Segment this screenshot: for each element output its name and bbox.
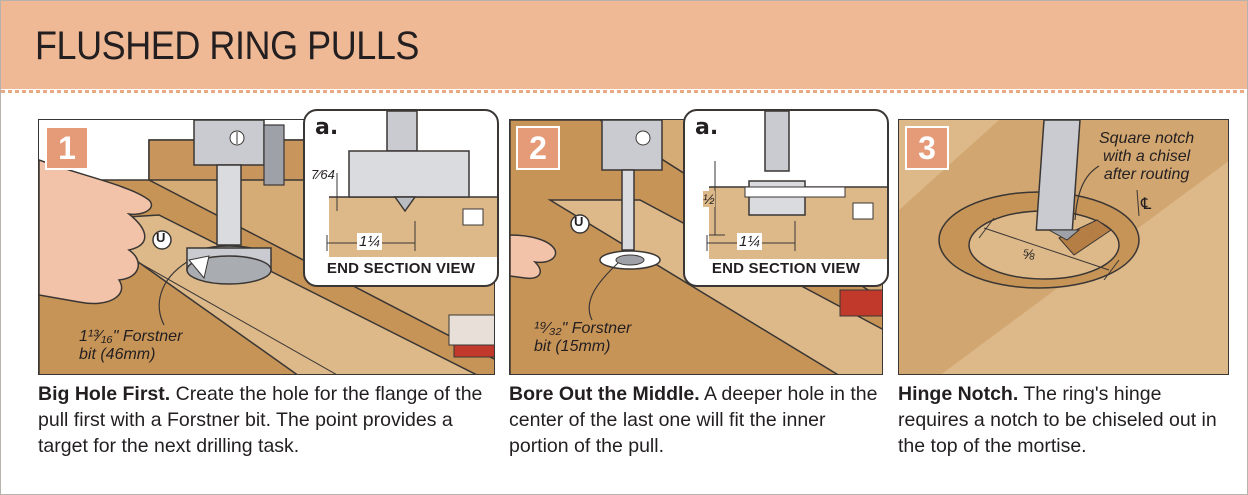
step-3-width-dim: ⅝	[1023, 246, 1035, 262]
title-banner: FLUSHED RING PULLS	[1, 1, 1247, 89]
step-1-drawing	[39, 120, 494, 374]
step-2-width-dim: 1¼	[737, 233, 762, 250]
banner-divider	[1, 90, 1247, 93]
step-3-drawing	[899, 120, 1228, 374]
u-mark-label-2: U	[574, 214, 584, 229]
step-2-text: A deeper hole in the center of the last …	[509, 383, 878, 457]
step-3-number-badge: 3	[905, 126, 949, 170]
step-1-bit-callout-line1: 1¹³⁄₁₆" Forstner	[79, 328, 183, 345]
u-mark-label: U	[156, 230, 166, 245]
step-2-bit-callout-line1: ¹⁹⁄₃₂" Forstner	[534, 320, 632, 337]
step-2-caption: Bore Out the Middle. A deeper hole in th…	[509, 381, 881, 459]
step-3-heading: Hinge Notch.	[898, 383, 1019, 405]
step-3-callout-line3: after routing	[1103, 166, 1190, 183]
step-1-caption: Big Hole First. Create the hole for the …	[38, 381, 490, 459]
step-3-callout-line2: with a chisel	[1103, 148, 1191, 165]
page-title: FLUSHED RING PULLS	[35, 24, 420, 68]
step-3-notch-callout: Square notch with a chisel after routing	[1099, 130, 1194, 184]
step-3-caption: Hinge Notch. The ring's hinge requires a…	[898, 381, 1223, 459]
step-1-text: Create the hole for the flange of the pu…	[38, 383, 483, 457]
step-2-number-badge: 2	[516, 126, 560, 170]
step-2-end-section-inset: a. ½ 1¼ END SECTION VIEW	[683, 109, 889, 287]
step-2-bit-callout-line2: bit (15mm)	[534, 338, 611, 355]
step-2-inset-label: a.	[695, 115, 719, 140]
step-1-number-badge: 1	[45, 126, 89, 170]
step-2-bit-callout: ¹⁹⁄₃₂" Forstner bit (15mm)	[534, 320, 631, 356]
step-1-end-section-inset: a. 7⁄64 1¼ END SECTION VIEW	[303, 109, 499, 287]
step-3-callout-line1: Square notch	[1099, 130, 1195, 147]
step-2-heading: Bore Out the Middle.	[509, 383, 700, 405]
step-1-width-dim: 1¼	[357, 233, 382, 250]
step-2-inset-caption: END SECTION VIEW	[711, 260, 861, 277]
step-1-heading: Big Hole First.	[38, 383, 171, 405]
step-1-bit-callout-line2: bit (46mm)	[79, 346, 156, 363]
step-3-text: The ring's hinge requires a notch to be …	[898, 383, 1217, 457]
step-2-section-drawing	[706, 111, 887, 259]
step-2-depth-dim: ½	[703, 191, 715, 207]
step-1-depth-dim: 7⁄64	[311, 167, 335, 182]
step-1-inset-label: a.	[315, 115, 339, 140]
step-1-bit-callout: 1¹³⁄₁₆" Forstner bit (46mm)	[79, 328, 182, 364]
step-3-illustration: 3 Square notch with a chisel after routi…	[898, 119, 1229, 375]
step-3-centerline-symbol: ℄	[1141, 196, 1152, 213]
step-1-inset-caption: END SECTION VIEW	[326, 260, 476, 277]
